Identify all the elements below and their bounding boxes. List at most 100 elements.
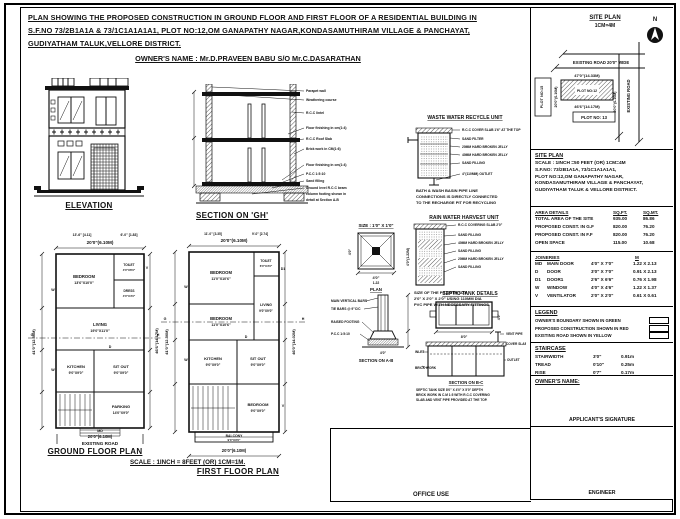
site-dim-left: 20'0"(6.10M) xyxy=(554,86,558,108)
engineer-label: ENGINEER xyxy=(588,490,616,496)
column-title: SIZE : 1'0" X 1'0" xyxy=(358,223,393,228)
septic-callout-brick: BRICK WORK xyxy=(415,366,437,370)
joinery-metric: 0.76 X 1.98 xyxy=(633,277,657,282)
ff-mark-door: D xyxy=(245,335,248,339)
area-row: TOTAL AREA OF THE SITE 935.00 86.86 xyxy=(535,215,669,223)
gf-mark-door: D xyxy=(109,345,112,349)
septic-callout-inlet: INLET xyxy=(415,350,424,354)
ww-callout-2: 20MM HARD BROKEN JELLY xyxy=(462,145,508,149)
joinery-size: 2'6" X 6'6" xyxy=(591,277,614,282)
joinery-row: D1 DOOR1 2'6" X 6'6" 0.76 X 1.98 xyxy=(535,276,669,284)
gf-parking-name: PARKING xyxy=(112,404,130,409)
joinery-name: DOOR xyxy=(547,269,561,274)
septic-dim-h: 4'0" xyxy=(497,314,501,321)
area-details-panel: AREA DETAILS SQ.FT. SQ.MT. TOTAL AREA OF… xyxy=(531,207,673,252)
gf-bedroom-size: 13'6"X10'0" xyxy=(74,281,94,285)
area-row-sqft: 820.00 xyxy=(613,224,628,229)
joinery-size: 3'0" X 7'0" xyxy=(591,269,614,274)
ww-callout-3: 40MM HARD BROKEN JELLY xyxy=(462,153,508,157)
septic-note-3: SLAB AND VENT PIPE PROVIDED AT THE TOP. xyxy=(416,398,488,402)
joinery-name: MAIN DOOR xyxy=(547,261,574,266)
gf-dim-top: 20'0"(6.10M) xyxy=(87,240,114,245)
ff-toilet-name: TOILET xyxy=(260,259,271,263)
site-info-title: SITE PLAN xyxy=(535,153,564,159)
staircase-row-imperial: 0'10" xyxy=(593,362,604,367)
callout-ground-level-1: Ground level R.C.C beam xyxy=(306,186,347,190)
joinery-metric: 1.22 X 2.13 xyxy=(633,261,657,266)
north-arrow: N xyxy=(647,17,663,43)
ww-callout-0: R.C.C COVER SLAB 1'6" AT THE TOP xyxy=(462,128,521,132)
area-row: OPEN SPACE 115.00 10.68 xyxy=(535,239,669,247)
joinery-metric: 0.61 X 0.61 xyxy=(633,293,657,298)
area-row: PROPOSED CONST. IN G.F 820.00 76.20 xyxy=(535,223,669,231)
callout-parapet-wall: Parapet wall xyxy=(306,89,326,93)
gf-sitout-name: SIT OUT xyxy=(113,364,129,369)
site-roads: EXISTING ROAD 20'0" WIDE EXISTING ROAD xyxy=(550,42,645,147)
septic-note: SEPTIC TANK SIZE 8'0" X 4'0" X 5'0" DEPT… xyxy=(416,388,490,402)
septic-callout-vent: VENT PIPE xyxy=(506,332,523,336)
column-plan-label: PLAN xyxy=(370,287,382,292)
site-road-right-label: EXISTING ROAD xyxy=(626,79,631,112)
gf-dress-name: DRESS xyxy=(124,289,135,293)
legend-swatch-green xyxy=(649,317,669,325)
column-callouts: MAIN VERTICAL BARS TIE BARS @ 9"C/C RAIS… xyxy=(331,299,368,336)
gf-dim-right: 46'6"(14.17M) xyxy=(154,328,159,354)
septic-title: SEPTIC TANK DETAILS xyxy=(442,291,498,297)
legend-swatch-yellow xyxy=(649,332,669,340)
site-plan-scale: 1CM=4M xyxy=(595,23,615,29)
callout-ground-level-3: detail at Section A-B xyxy=(306,198,339,202)
joinery-code: V xyxy=(535,293,539,298)
ff-mark-door1: D1 xyxy=(281,267,286,271)
title-line-2: S.F.NO 73/2B1A1A & 73/1C1A1A1A1, PLOT NO… xyxy=(28,26,470,35)
site-info-line-4: KONDASAMUTHIRAM VILLAGE & PANCHAYAT, xyxy=(535,181,643,187)
ff-sitout-name: SIT OUT xyxy=(250,356,266,361)
staircase-row-label: TREAD xyxy=(535,362,551,367)
gf-living-name: LIVING xyxy=(93,322,107,327)
ww-note-2: CONNECTIONS IS DIRECTLY CONNECTED xyxy=(416,194,498,199)
rw-callout-0: R.C.C COVERING SLAB 2'0" xyxy=(458,223,503,227)
column-details: SIZE : 1'0" X 1'0" 4'0" 4'0" 1.22 PLAN M xyxy=(331,223,411,363)
ff-living-size: 9'0"X9'0" xyxy=(259,309,273,313)
title-block: PLAN SHOWING THE PROPOSED CONSTRUCTION I… xyxy=(28,11,526,63)
area-row-label: PROPOSED CONST. IN G.F xyxy=(535,224,594,229)
gf-mark-g: G xyxy=(31,333,34,337)
ff-bedroom3-size: 9'0"X9'0" xyxy=(251,409,266,413)
gf-mark-h: H xyxy=(157,333,160,337)
site-dim-bottom: 46'6"(14.17M) xyxy=(574,104,600,109)
section-gh-drawing: Parapet wall Weathering course R.C.C lin… xyxy=(192,84,347,204)
septic-callout-outlet: OUTLET xyxy=(507,358,520,362)
staircase-row-imperial: 0'7" xyxy=(593,370,602,375)
ff-dim-top: 20'0"(6.10M) xyxy=(221,238,248,243)
ff-balcony-name: BALCONY xyxy=(226,434,244,438)
col-callout-3: P.C.C 1:5:10 xyxy=(331,332,350,336)
gf-mark-main-door: MD xyxy=(97,429,103,433)
gf-existing-road: EXISTING ROAD xyxy=(82,441,119,446)
joinery-metric: 1.22 X 1.37 xyxy=(633,285,657,290)
callout-pcc: P.C.C 1:5:10 xyxy=(306,172,325,176)
gf-section-line: G H xyxy=(28,333,162,339)
septic-note-2: BRICK WORK IN C.M 1:5 WITH R.C.C COVERIN… xyxy=(416,393,490,397)
callout-brick-work: Brick work in CM(1:6) xyxy=(306,147,341,151)
ff-bedroom1-size: 11'0"X10'6" xyxy=(211,277,231,281)
site-plot-below-label: PLOT NO: 13 xyxy=(581,115,607,120)
site-info-line-1: SCALE : 1INCH =50 FEET (OR) 1CM=4M xyxy=(535,161,626,166)
site-dim-right: 20'0"(6.10M) xyxy=(613,91,617,113)
owner-name-line: OWNER'S NAME : Mr.D.PRAVEEN BABU S/O Mr.… xyxy=(135,54,361,63)
section-callout-leaders xyxy=(211,86,305,195)
callout-ground-level-2: column footing shown in xyxy=(306,192,346,196)
rw-callout-4: 20MM HARD BROKEN JELLY xyxy=(458,257,504,261)
joineries-col-metric: M xyxy=(635,255,639,260)
owner-signature-panel: OWNER'S NAME: APPLICANT'S SIGNATURE xyxy=(531,376,673,427)
gf-toilet-size: 4'0"X6'0" xyxy=(123,268,136,272)
office-use-label: OFFICE USE xyxy=(412,492,449,498)
column-plan-dim-m: 1.22 xyxy=(373,281,380,285)
area-row-sqmt: 10.68 xyxy=(643,240,655,245)
callout-roof-slab: R.C.C Roof Slab xyxy=(306,137,332,141)
scale-note: SCALE : 1INCH = 8FEET (OR) 1CM=1M. xyxy=(130,459,246,466)
engineer-panel: ENGINEER xyxy=(531,427,673,500)
area-row-label: TOTAL AREA OF THE SITE xyxy=(535,216,594,221)
first-floor-label: FIRST FLOOR PLAN xyxy=(196,467,280,476)
rw-callout-3: SAND FILLING xyxy=(458,249,482,253)
gf-kitchen-name: KITCHEN xyxy=(67,364,85,369)
